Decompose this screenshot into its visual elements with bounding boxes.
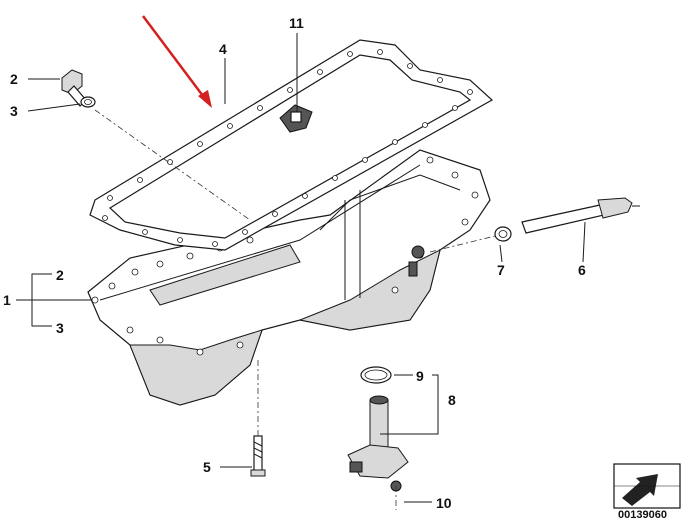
- guide-tube: [521, 197, 640, 234]
- oil-level-sensor: [347, 366, 409, 492]
- oil-pan-gasket: [89, 39, 494, 251]
- callout-5: 5: [203, 459, 211, 475]
- callout-8: 8: [448, 392, 456, 408]
- callout-3-ring: 3: [10, 103, 18, 119]
- callout-10: 10: [436, 495, 452, 511]
- callout-11: 11: [289, 15, 304, 31]
- seal-ring: [80, 96, 96, 108]
- callout-9: 9: [416, 368, 424, 384]
- document-number: 00139060: [618, 509, 667, 521]
- callout-6: 6: [578, 262, 586, 278]
- callout-2-plug: 2: [10, 71, 18, 87]
- callout-7: 7: [497, 262, 505, 278]
- tube-axis-line: [429, 235, 496, 253]
- o-ring: [494, 226, 512, 242]
- callout-4: 4: [219, 41, 227, 57]
- drain-axis-line: [94, 109, 251, 221]
- red-pointer-arrow-icon: [142, 15, 212, 108]
- reference-arrow-icon: [613, 463, 681, 509]
- gasket-clip: [279, 104, 313, 133]
- callout-3-group: 3: [56, 320, 64, 336]
- oil-pan: [87, 149, 491, 406]
- oil-pan-bolt: [250, 435, 266, 477]
- callout-2-group: 2: [56, 267, 64, 283]
- leader-lines: [16, 33, 586, 503]
- callout-1: 1: [3, 292, 11, 308]
